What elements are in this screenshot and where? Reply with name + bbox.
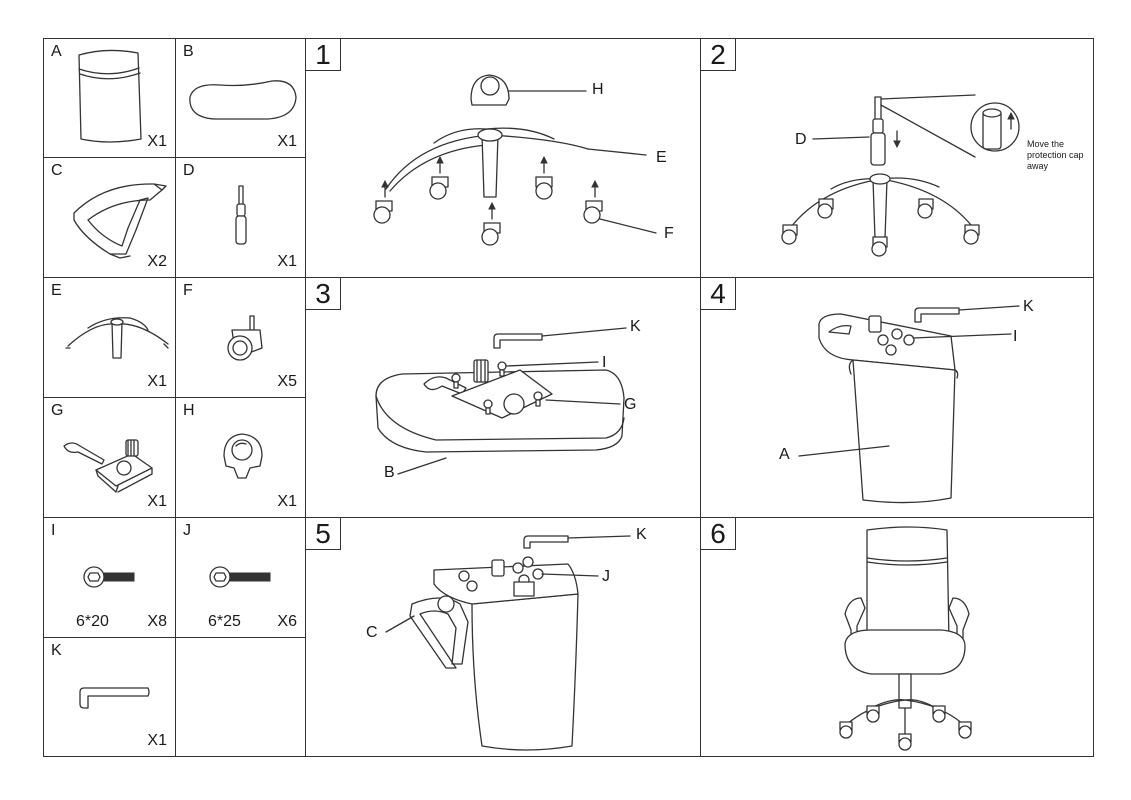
part-qty: X1 <box>147 373 167 390</box>
part-qty: X1 <box>147 732 167 749</box>
part-letter: B <box>183 43 194 60</box>
part-letter: I <box>51 522 56 539</box>
callout-h: H <box>592 81 604 98</box>
step-1-illustration <box>373 74 657 246</box>
step-number: 1 <box>306 39 341 71</box>
part-a-backrest: A X1 <box>43 38 176 158</box>
part-qty: X1 <box>147 493 167 510</box>
step-4-panel: 4 K I A <box>700 277 1094 518</box>
step-3-illustration <box>375 327 627 475</box>
bolt-i-illustration <box>83 566 135 588</box>
step-5-illustration <box>385 535 631 751</box>
part-qty: X6 <box>277 613 297 630</box>
bolt-j-illustration <box>209 566 271 588</box>
callout-k: K <box>636 526 647 543</box>
part-k-hex-key: K X1 <box>43 637 176 757</box>
caster-illustration <box>227 315 263 361</box>
part-letter: E <box>51 282 62 299</box>
bolt-size: 6*25 <box>208 613 241 630</box>
step-1-panel: 1 <box>305 38 701 278</box>
part-letter: F <box>183 282 193 299</box>
caster-row <box>373 155 603 246</box>
part-qty: X1 <box>277 133 297 150</box>
part-qty: X5 <box>277 373 297 390</box>
step-3-panel: 3 K I G B <box>305 277 701 518</box>
part-c-armrest: C X2 <box>43 157 176 278</box>
part-j-bolt-long: J 6*25 X6 <box>175 517 306 638</box>
finished-chair-illustration <box>839 526 972 751</box>
callout-k: K <box>1023 298 1034 315</box>
callout-f: F <box>664 225 674 242</box>
step-5-panel: 5 K J C <box>305 517 701 757</box>
part-g-mechanism: G X1 <box>43 397 176 518</box>
part-qty: X1 <box>147 133 167 150</box>
step-number: 6 <box>701 518 736 550</box>
base-illustration <box>65 317 169 359</box>
callout-d: D <box>795 131 807 148</box>
part-letter: G <box>51 402 64 419</box>
backrest-illustration <box>78 49 142 143</box>
callout-a: A <box>779 446 790 463</box>
callout-i: I <box>1013 328 1018 345</box>
empty-cell <box>175 637 306 757</box>
part-qty: X8 <box>147 613 167 630</box>
seat-illustration <box>189 80 297 120</box>
step-number: 5 <box>306 518 341 550</box>
part-qty: X1 <box>277 253 297 270</box>
part-e-base: E X1 <box>43 277 176 398</box>
part-i-bolt-short: I 6*20 X8 <box>43 517 176 638</box>
part-qty: X2 <box>147 253 167 270</box>
callout-j: J <box>602 568 610 585</box>
part-d-gas-lift: D X1 <box>175 157 306 278</box>
step-number: 2 <box>701 39 736 71</box>
callout-g: G <box>624 396 637 413</box>
callout-e: E <box>656 149 667 166</box>
step-number: 3 <box>306 278 341 310</box>
callout-i: I <box>602 354 607 371</box>
step-2-illustration <box>781 94 1020 257</box>
callout-k: K <box>630 318 641 335</box>
bolt-size: 6*20 <box>76 613 109 630</box>
part-b-seat: B X1 <box>175 38 306 158</box>
part-letter: K <box>51 642 62 659</box>
part-h-cover: H X1 <box>175 397 306 518</box>
mechanism-illustration <box>63 439 153 493</box>
step-6-panel: 6 <box>700 517 1094 757</box>
gas-lift-illustration <box>235 185 247 245</box>
callout-c: C <box>366 624 378 641</box>
step-2-panel: 2 D Move the protecti <box>700 38 1094 278</box>
callout-b: B <box>384 464 395 481</box>
part-qty: X1 <box>277 493 297 510</box>
part-letter: J <box>183 522 191 539</box>
armrest-illustration <box>73 183 167 259</box>
part-letter: D <box>183 162 195 179</box>
cover-illustration <box>223 433 263 479</box>
part-letter: C <box>51 162 63 179</box>
instruction-note: Move the protection cap away <box>1027 139 1084 171</box>
hex-key-illustration <box>79 687 150 709</box>
part-letter: H <box>183 402 195 419</box>
part-letter: A <box>51 43 62 60</box>
step-number: 4 <box>701 278 736 310</box>
part-f-caster: F X5 <box>175 277 306 398</box>
step-4-illustration <box>798 305 1020 504</box>
